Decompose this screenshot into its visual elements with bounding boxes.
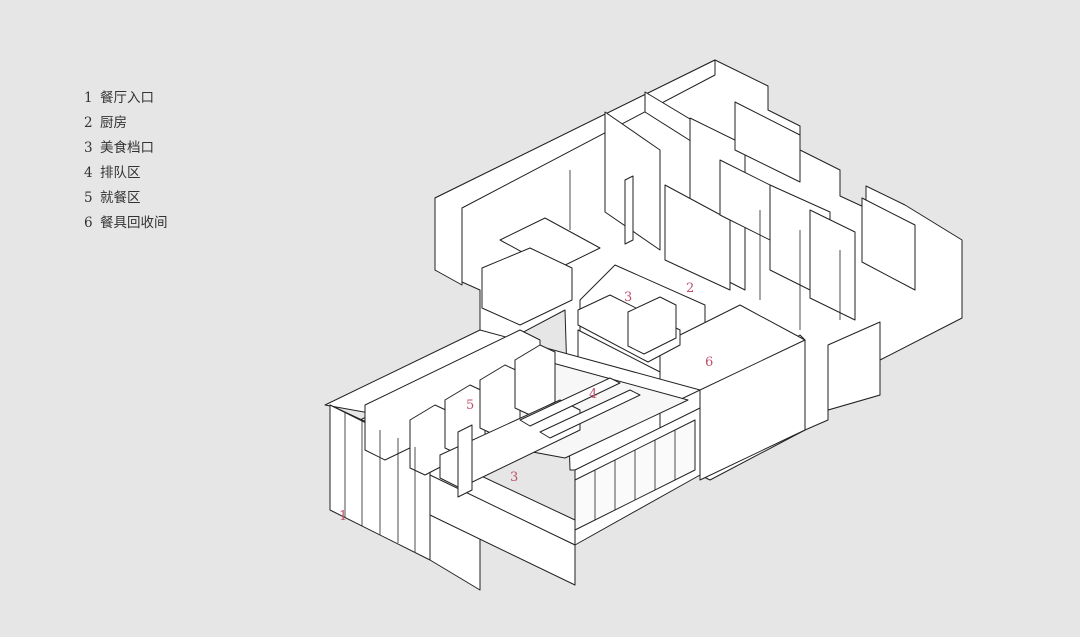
zone-label-stall-front: 3 <box>510 470 518 485</box>
zone-label-dining: 5 <box>466 398 474 413</box>
zone-label-queue: 4 <box>589 387 597 402</box>
kitchen-column <box>624 175 634 245</box>
zone-label-stall-back: 3 <box>624 290 632 305</box>
kitchen-room-b <box>734 101 801 183</box>
zone-label-entrance: 1 <box>339 509 347 524</box>
front-stall-counter <box>439 399 581 489</box>
dining-base-wall <box>429 474 576 586</box>
queue-rail-1 <box>519 377 621 427</box>
front-stall-pillar <box>457 424 473 498</box>
kitchen-right-wing <box>827 321 881 411</box>
queue-rail-2 <box>539 389 641 439</box>
zone-label-kitchen: 2 <box>686 281 694 296</box>
zone-label-recycling: 6 <box>705 355 713 370</box>
kitchen-room-f <box>809 209 856 321</box>
stall-back-shelf <box>627 296 677 355</box>
kitchen-room-c <box>664 184 731 291</box>
kitchen-storage-left-front <box>481 247 573 326</box>
kitchen-room-g <box>861 197 916 291</box>
